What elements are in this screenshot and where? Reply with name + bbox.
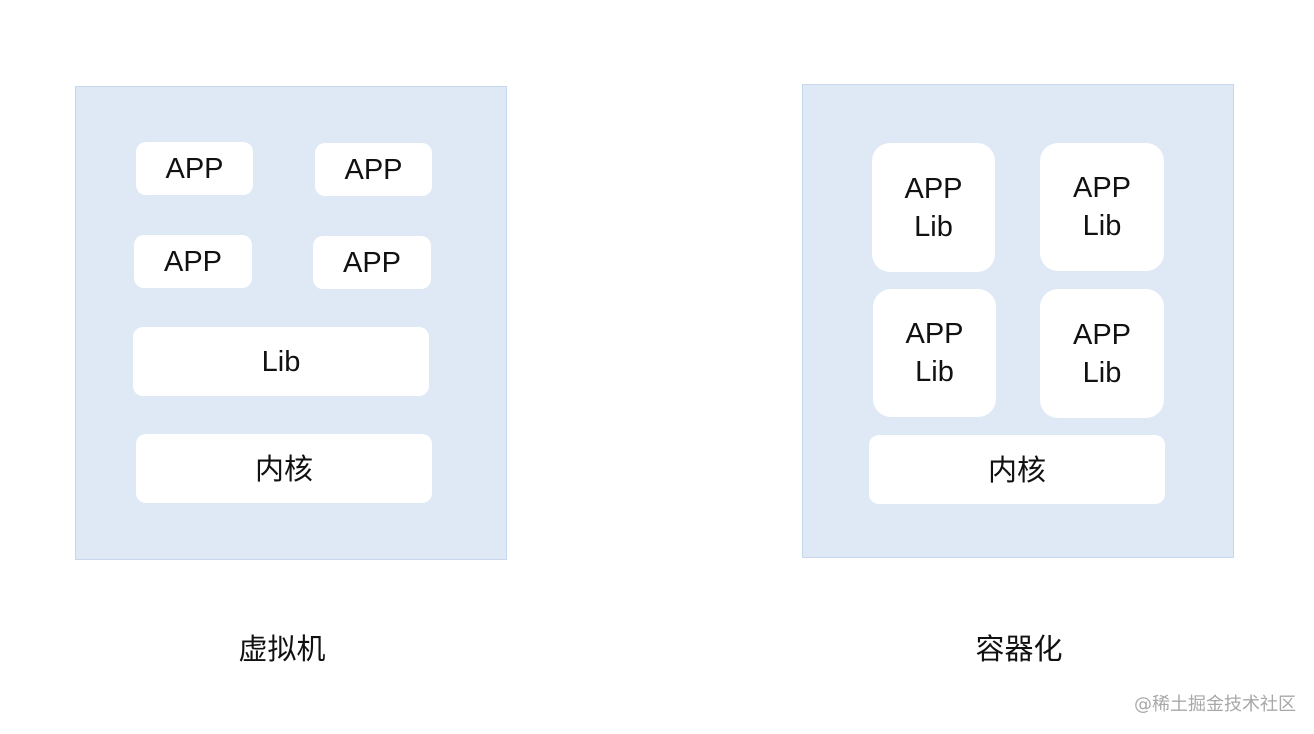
container-lib-label: Lib bbox=[915, 356, 954, 388]
container-kernel-box: 内核 bbox=[869, 435, 1165, 504]
container-app-box: APP Lib bbox=[1040, 143, 1164, 271]
vm-app-label: APP bbox=[163, 245, 223, 278]
container-app-label: APP bbox=[904, 172, 963, 205]
container-app-label: APP bbox=[1072, 318, 1132, 351]
vm-lib-box: Lib bbox=[133, 327, 429, 396]
vm-app-box: APP bbox=[315, 143, 432, 196]
container-caption: 容器化 bbox=[975, 632, 1063, 666]
container-app-box: APP Lib bbox=[1040, 289, 1164, 418]
container-app-box: APP Lib bbox=[873, 289, 996, 417]
vm-app-box: APP bbox=[134, 235, 252, 288]
container-lib-label: Lib bbox=[1082, 210, 1122, 242]
vm-app-label: APP bbox=[342, 246, 402, 279]
container-app-label: APP bbox=[1072, 172, 1132, 204]
container-app-label: APP bbox=[905, 318, 964, 350]
container-lib-label: Lib bbox=[914, 210, 953, 243]
vm-kernel-box: 内核 bbox=[136, 434, 432, 503]
vm-app-label: APP bbox=[165, 152, 224, 185]
container-lib-label: Lib bbox=[1082, 356, 1122, 389]
container-kernel-label: 内核 bbox=[987, 452, 1046, 487]
watermark: @稀土掘金技术社区 bbox=[1134, 694, 1296, 715]
vm-kernel-label: 内核 bbox=[254, 451, 313, 486]
vm-app-box: APP bbox=[136, 142, 253, 195]
vm-app-label: APP bbox=[344, 153, 403, 186]
vm-app-box: APP bbox=[313, 236, 431, 289]
vm-lib-label: Lib bbox=[261, 345, 301, 378]
vm-caption: 虚拟机 bbox=[238, 632, 326, 666]
container-app-box: APP Lib bbox=[872, 143, 995, 272]
